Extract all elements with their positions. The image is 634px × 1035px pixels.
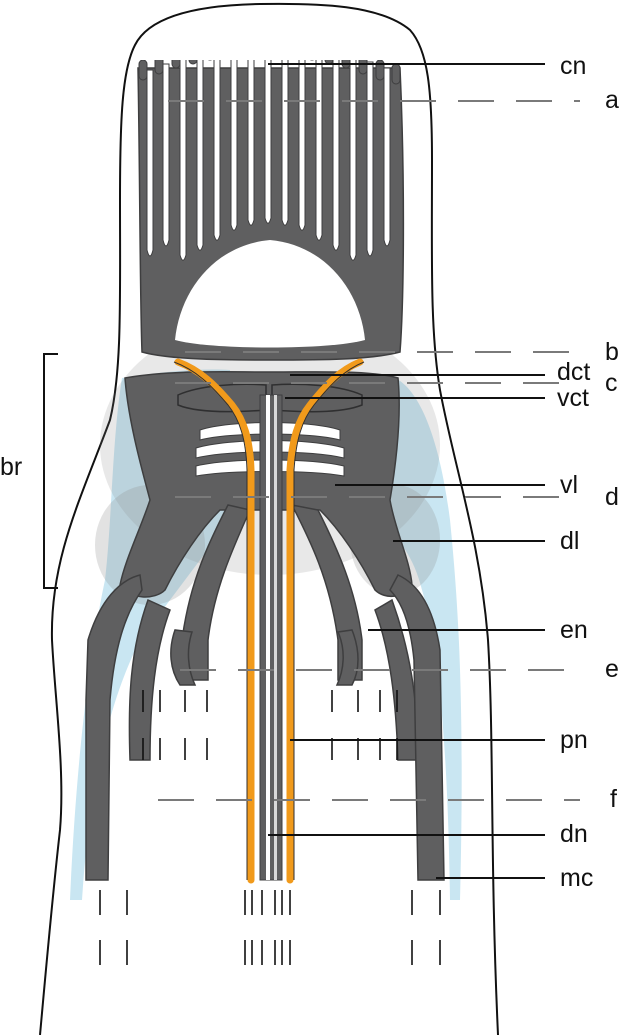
label-dn: dn <box>560 822 588 847</box>
label-pn: pn <box>560 728 588 753</box>
label-vct: vct <box>557 386 589 411</box>
label-cn: cn <box>560 54 586 79</box>
label-en: en <box>560 618 588 643</box>
central-bars <box>260 395 282 880</box>
br-bracket <box>44 354 58 588</box>
section-label-a: a <box>605 88 619 113</box>
section-label-b: b <box>605 340 619 365</box>
section-label-c: c <box>605 371 618 396</box>
label-mc: mc <box>560 866 593 891</box>
label-dct: dct <box>557 360 590 385</box>
label-br: br <box>0 455 22 480</box>
section-label-d: d <box>605 485 619 510</box>
section-label-e: e <box>605 657 619 682</box>
label-vl: vl <box>560 473 578 498</box>
section-label-f: f <box>610 787 617 812</box>
label-dl: dl <box>560 529 579 554</box>
